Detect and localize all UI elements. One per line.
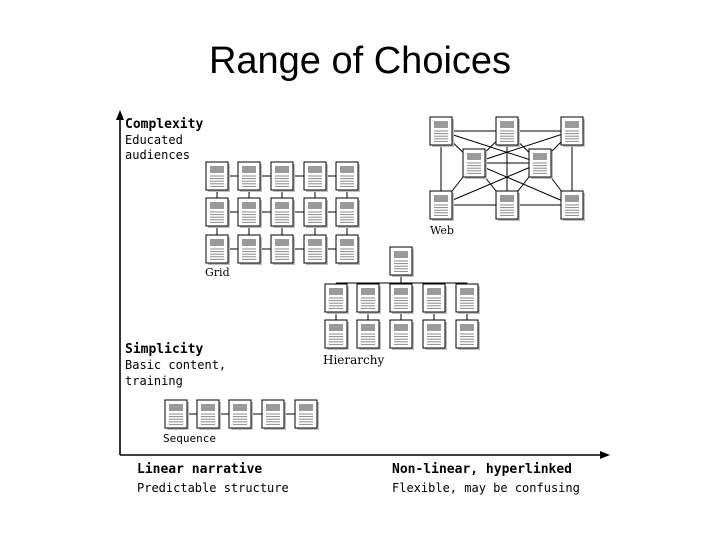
simplicity-heading: Simplicity [125,342,204,357]
grid-page-icon [270,161,295,192]
web-page-icon [560,190,585,221]
simplicity-sub-1: Basic content, [125,358,227,372]
hierarchy-page-icon [324,283,349,314]
grid-page-icon [270,234,295,265]
hierarchy-label: Hierarchy [323,353,385,367]
complexity-sub-1: Educated [125,133,183,147]
x-axis-arrow [600,451,610,459]
hierarchy-child-icon [389,319,414,350]
web-label: Web [430,224,454,237]
complexity-heading: Complexity [125,117,204,132]
web-page-icon [462,148,487,179]
y-axis-arrow [116,110,124,120]
sequence-page-icon [164,399,189,430]
sequence-page-icon [261,399,286,430]
sequence-page-icon [228,399,253,430]
web-link [440,130,541,164]
web-page-icon [495,116,520,147]
sequence-page-icon [294,399,319,430]
hierarchy-child-icon [324,319,349,350]
hierarchy-child-icon [422,319,447,350]
web-page-icon [560,116,585,147]
grid-page-icon [237,161,262,192]
nonlinear-sub: Flexible, may be confusing [392,481,580,495]
web-page-icon [495,190,520,221]
grid-page-icon [303,197,328,228]
slide-title: Range of Choices [208,40,512,82]
hierarchy-page-icon [422,283,447,314]
web-link [440,162,541,206]
grid-page-icon [335,161,360,192]
hierarchy-root-icon [389,246,414,277]
hierarchy-child-icon [455,319,480,350]
grid-page-icon [335,234,360,265]
hierarchy-page-icon [455,283,480,314]
linear-sub: Predictable structure [137,481,289,495]
web-link [473,130,573,164]
grid-page-icon [303,161,328,192]
sequence-label: Sequence [163,432,216,445]
web-page-icon [429,190,454,221]
hierarchy-page-icon [389,283,414,314]
grid-page-icon [270,197,295,228]
grid-page-icon [237,234,262,265]
grid-label: Grid [205,266,230,279]
grid-page-icon [303,234,328,265]
sequence-page-icon [196,399,221,430]
hierarchy-page-icon [356,283,381,314]
complexity-sub-2: audiences [125,148,191,162]
grid-page-icon [205,197,230,228]
grid-page-icon [205,161,230,192]
nonlinear-heading: Non-linear, hyperlinked [392,462,573,477]
hierarchy-child-icon [356,319,381,350]
grid-page-icon [205,234,230,265]
linear-heading: Linear narrative [137,462,263,477]
simplicity-sub-2: training [125,374,183,388]
web-link [473,162,573,206]
web-page-icon [429,116,454,147]
web-page-icon [528,148,553,179]
grid-page-icon [237,197,262,228]
grid-page-icon [335,197,360,228]
